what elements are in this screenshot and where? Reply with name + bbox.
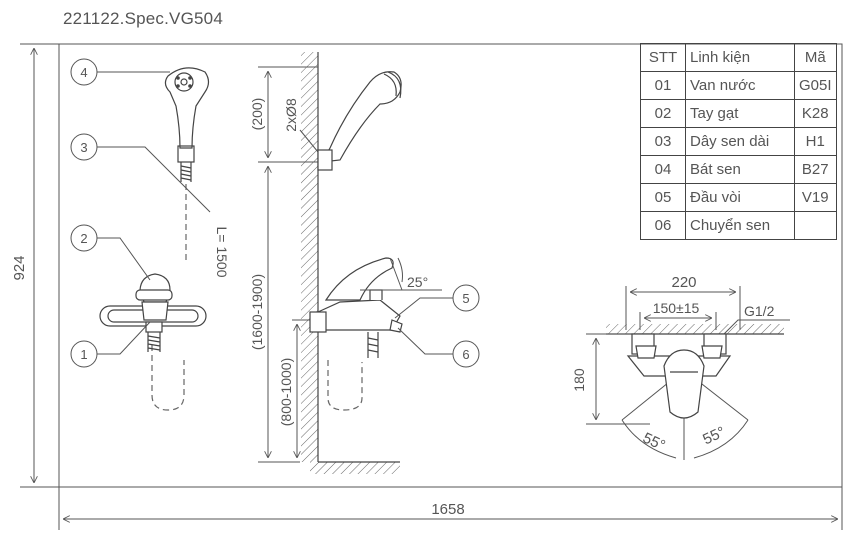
table-row: 01 Van nước G05I xyxy=(640,71,837,100)
callout-4: 4 xyxy=(70,58,170,86)
shower-height-label: (1600-1900) xyxy=(249,274,265,350)
table-cell: 01 xyxy=(640,71,686,100)
table-cell: Chuyển sen xyxy=(685,211,795,240)
thread-label: G1/2 xyxy=(744,303,775,319)
table-cell: 03 xyxy=(640,127,686,156)
hose-length-label: L= 1500 xyxy=(214,227,230,278)
table-cell: Dây sen dài xyxy=(685,127,795,156)
top-view-valve xyxy=(626,333,732,419)
side-view-dimensions xyxy=(258,66,319,463)
dimension-total-height-label: 924 xyxy=(11,255,28,280)
svg-text:4: 4 xyxy=(80,65,87,80)
table-cell: 04 xyxy=(640,155,686,184)
table-cell xyxy=(794,211,837,240)
svg-text:1: 1 xyxy=(80,347,87,362)
callout-6: 6 xyxy=(397,327,480,368)
table-row: 04 Bát sen B27 xyxy=(640,155,837,184)
page-title: 221122.Spec.VG504 xyxy=(63,9,223,28)
table-cell: K28 xyxy=(794,99,837,128)
header-component: Linh kiện xyxy=(685,43,795,72)
table-cell: Van nước xyxy=(685,71,795,100)
header-stt: STT xyxy=(640,43,686,72)
spout-angle-marker xyxy=(360,257,442,291)
table-row: 06 Chuyển sen xyxy=(640,211,837,240)
swing-left-label: 55° xyxy=(640,429,668,454)
callout-3: 3 xyxy=(70,133,211,213)
wall-hatch xyxy=(301,52,318,462)
hose-dashed xyxy=(151,184,187,411)
floor-hatch xyxy=(310,462,400,474)
table-header-row: STT Linh kiện Mã xyxy=(640,43,837,72)
drawing-frame xyxy=(58,43,843,488)
table-cell: 02 xyxy=(640,99,686,128)
table-cell: 06 xyxy=(640,211,686,240)
body-depth-label: 180 xyxy=(571,368,587,392)
spout-height-label: (800-1000) xyxy=(278,358,294,427)
spout-side xyxy=(309,257,403,358)
table-cell: G05I xyxy=(794,71,837,100)
table-row: 03 Dây sen dài H1 xyxy=(640,127,837,156)
table-row: 05 Đầu vòi V19 xyxy=(640,183,837,212)
spout-angle-label: 25° xyxy=(407,274,428,290)
dimension-total-height xyxy=(20,43,59,488)
parts-table: STT Linh kiện Mã 01 Van nước G05I 02 Tay… xyxy=(640,43,837,240)
table-cell: Đầu vòi xyxy=(685,183,795,212)
outer-width-label: 220 xyxy=(671,274,696,291)
table-cell: B27 xyxy=(794,155,837,184)
dimension-total-width xyxy=(58,487,843,530)
table-cell: Bát sen xyxy=(685,155,795,184)
table-cell: 05 xyxy=(640,183,686,212)
table-cell: Tay gạt xyxy=(685,99,795,128)
shower-head-side xyxy=(317,71,402,171)
table-row: 02 Tay gạt K28 xyxy=(640,99,837,128)
svg-text:6: 6 xyxy=(462,347,469,362)
center-distance-label: 150±15 xyxy=(653,300,700,316)
holder-offset-label: (200) xyxy=(249,98,265,131)
dimension-total-width-label: 1658 xyxy=(431,501,464,518)
header-code: Mã xyxy=(794,43,837,72)
mixer-valve-front xyxy=(99,273,207,352)
table-cell: H1 xyxy=(794,127,837,156)
table-cell: V19 xyxy=(794,183,837,212)
svg-text:3: 3 xyxy=(80,140,87,155)
callout-1: 1 xyxy=(70,321,151,368)
svg-text:2: 2 xyxy=(80,231,87,246)
callout-2: 2 xyxy=(70,224,151,281)
hose-dashed-side xyxy=(327,360,363,411)
svg-text:5: 5 xyxy=(462,291,469,306)
mount-holes-label: 2xØ8 xyxy=(283,98,299,132)
callout-5: 5 xyxy=(394,284,480,319)
shower-head-front xyxy=(164,67,210,182)
